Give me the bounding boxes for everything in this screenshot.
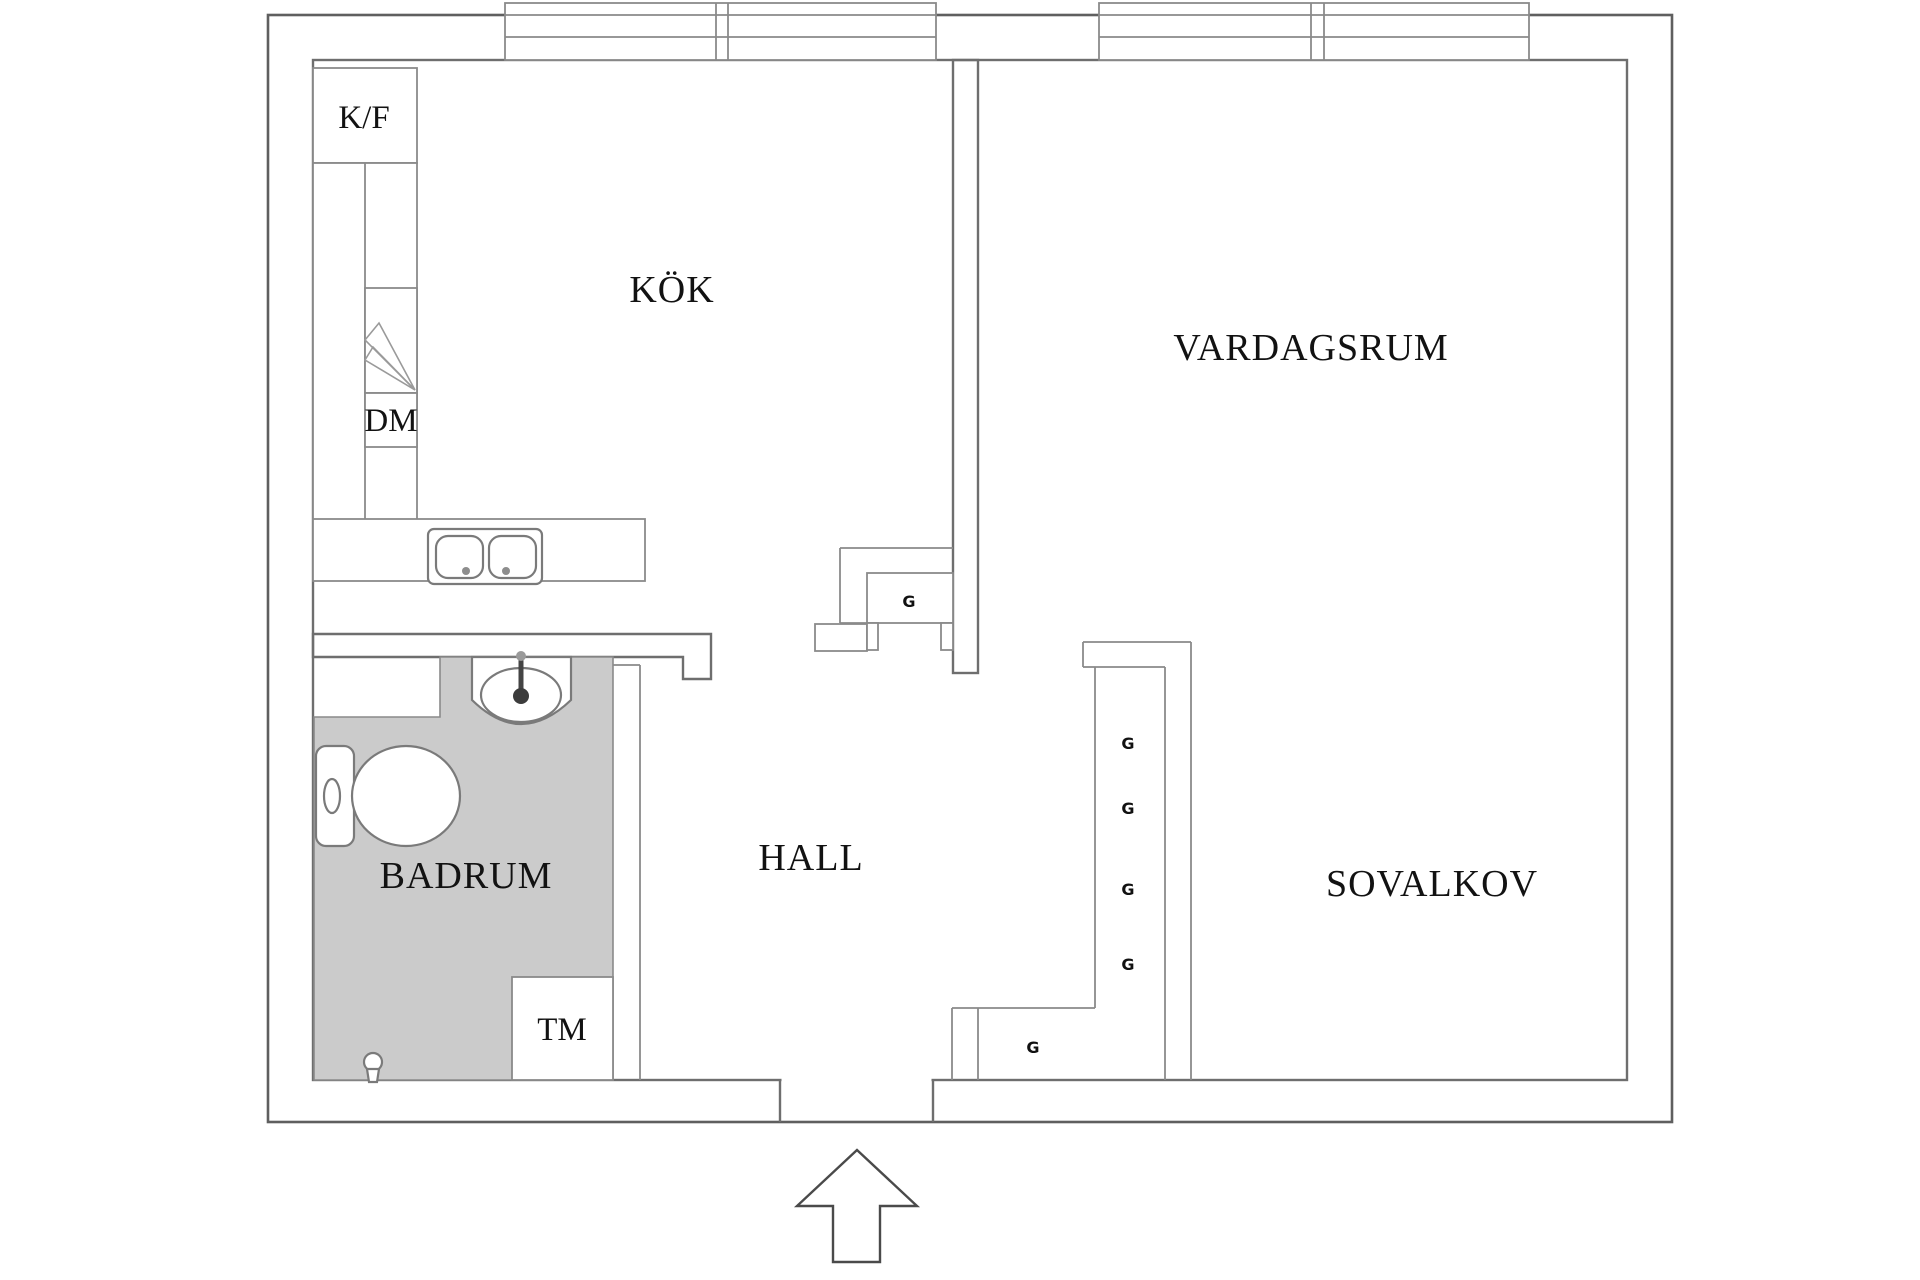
floor-drain: [362, 1051, 384, 1084]
sink-drain-left: [462, 567, 470, 575]
room-label-sovalkov: SOVALKOV: [1326, 863, 1538, 905]
room-label-hall: HALL: [758, 837, 863, 879]
outer-wall-outline: [266, 13, 1674, 1124]
window-frame: [1098, 2, 1530, 61]
faucet-head: [516, 651, 526, 661]
entrance-arrow: [793, 1148, 921, 1264]
wardrobe-mark-g: G: [1121, 880, 1134, 899]
room-label-vardagsrum: VARDAGSRUM: [1173, 327, 1448, 369]
wardrobe-kok-notch-left: [866, 622, 879, 651]
window-group-1: [504, 2, 937, 61]
wardrobe-mark-g: G: [1121, 955, 1134, 974]
toilet: [314, 744, 462, 848]
sink-basin-right: [487, 534, 538, 580]
washing-machine-box: [511, 976, 614, 1081]
appliance-label-tm: TM: [537, 1012, 587, 1048]
stove-box: [364, 287, 418, 394]
entrance-opening: [781, 1078, 932, 1121]
fridge-freezer-box: [312, 67, 418, 164]
wardrobe-mark-g: G: [1026, 1038, 1039, 1057]
wardrobe-mark-g: G: [1121, 799, 1134, 818]
stove-symbol-2: [363, 345, 416, 391]
kitchen-sink: [426, 527, 544, 586]
wardrobe-kok: [866, 572, 954, 624]
faucet-base: [513, 688, 529, 704]
wall-kok-south: [311, 632, 713, 681]
sink-basin-left: [434, 534, 485, 580]
appliance-label-dm: DM: [364, 403, 417, 439]
wall-kok-vardagsrum: [951, 58, 980, 675]
wardrobe-bank: [951, 641, 1192, 1080]
window-group-2: [1098, 2, 1530, 61]
washbasin: [470, 651, 573, 726]
kok-door-threshold: [814, 623, 868, 652]
window-frame: [504, 2, 937, 61]
wardrobe-mark-g: G: [902, 592, 915, 611]
sink-drain-right: [502, 567, 510, 575]
wardrobe-mark-g: G: [1121, 734, 1134, 753]
stove: [363, 287, 418, 394]
room-label-badrum: BADRUM: [380, 855, 553, 897]
wardrobe-kok-notch-right: [940, 622, 954, 651]
toilet-button: [322, 777, 342, 815]
toilet-bowl: [350, 744, 462, 848]
drain-neck: [365, 1067, 381, 1084]
room-label-kok: KÖK: [629, 269, 714, 311]
appliance-label-kf: K/F: [338, 100, 389, 136]
dishwasher-box: [364, 392, 418, 448]
